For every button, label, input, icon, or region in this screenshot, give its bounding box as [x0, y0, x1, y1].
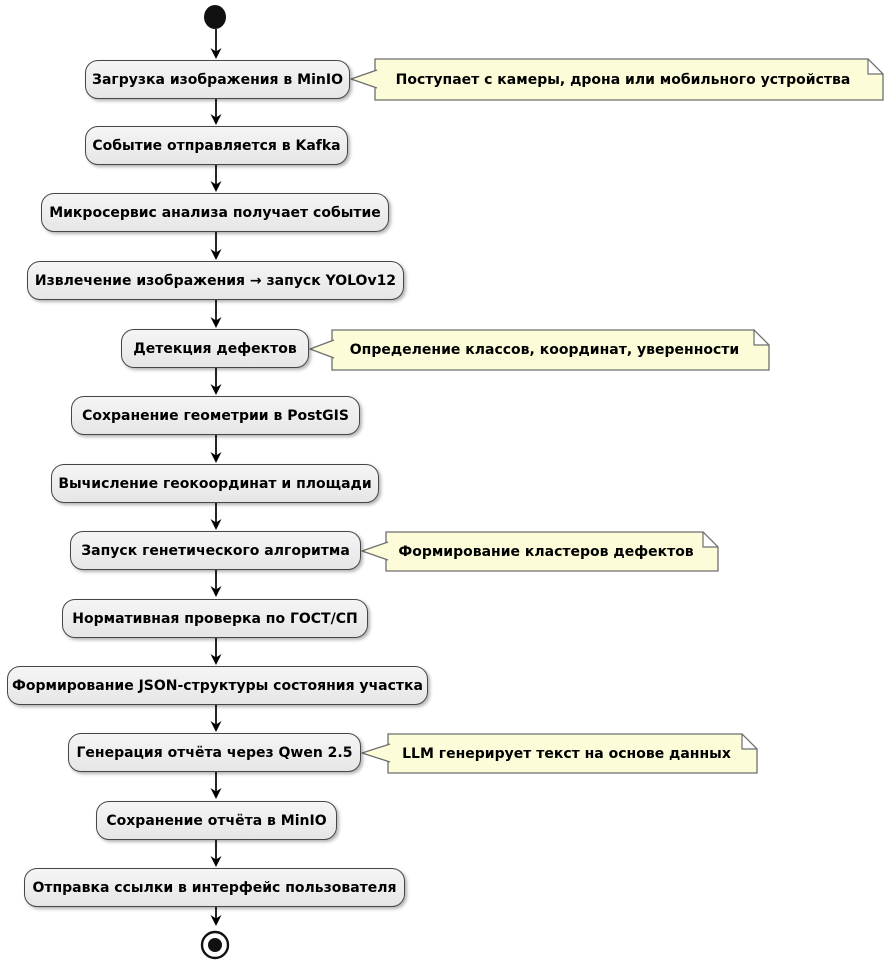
start-node-icon	[204, 5, 226, 29]
end-node-icon	[200, 930, 230, 960]
flow-arrow	[210, 840, 222, 867]
note-camera-drone-source: Поступает с камеры, дрона или мобильного…	[375, 59, 883, 100]
activity-label: Детекция дефектов	[133, 340, 297, 357]
activity-compute-geocoords-area: Вычисление геокоординат и площади	[51, 464, 379, 503]
note-cluster-formation: Формирование кластеров дефектов	[386, 532, 718, 571]
activity-normative-check-gost-sp: Нормативная проверка по ГОСТ/СП	[62, 599, 368, 638]
note-label: Формирование кластеров дефектов	[398, 543, 694, 560]
activity-upload-image-minio: Загрузка изображения в MinIO	[85, 60, 350, 99]
activity-label: Формирование JSON-структуры состояния уч…	[12, 677, 423, 694]
activity-label: Микросервис анализа получает событие	[49, 204, 381, 221]
activity-form-json-structure: Формирование JSON-структуры состояния уч…	[7, 666, 428, 705]
note-fold-corner	[753, 329, 770, 346]
note-shape	[350, 58, 884, 101]
activity-defect-detection: Детекция дефектов	[121, 329, 309, 368]
activity-label: Запуск генетического алгоритма	[81, 542, 350, 559]
activity-label: Событие отправляется в Kafka	[92, 137, 341, 154]
flow-arrow	[210, 99, 222, 125]
activity-run-genetic-algorithm: Запуск генетического алгоритма	[70, 531, 361, 570]
activity-save-geometry-postgis: Сохранение геометрии в PostGIS	[71, 396, 360, 435]
activity-save-report-minio: Сохранение отчёта в MinIO	[96, 801, 337, 840]
flow-arrow	[210, 29, 222, 59]
flow-arrow	[210, 705, 222, 732]
flow-arrow	[210, 435, 222, 463]
flow-arrow	[210, 232, 222, 260]
activity-send-link-to-ui: Отправка ссылки в интерфейс пользователя	[24, 868, 405, 907]
activity-label: Сохранение геометрии в PostGIS	[82, 407, 349, 424]
flow-arrow	[210, 503, 222, 530]
activity-label: Нормативная проверка по ГОСТ/СП	[72, 610, 358, 627]
activity-label: Отправка ссылки в интерфейс пользователя	[32, 879, 397, 896]
flow-arrow	[210, 570, 222, 597]
activity-event-sent-kafka: Событие отправляется в Kafka	[85, 126, 348, 165]
note-fold-corner	[702, 531, 719, 548]
note-label: LLM генерирует текст на основе данных	[402, 745, 731, 762]
note-fold-corner	[741, 733, 758, 750]
activity-label: Сохранение отчёта в MinIO	[106, 812, 327, 829]
note-pointer	[361, 743, 391, 763]
note-label: Поступает с камеры, дрона или мобильного…	[395, 71, 851, 88]
flow-arrow	[210, 772, 222, 799]
flow-arrow	[210, 368, 222, 395]
activity-label: Генерация отчёта через Qwen 2.5	[76, 744, 353, 761]
flow-arrow	[210, 638, 222, 665]
note-pointer	[361, 541, 389, 561]
note-pointer	[309, 339, 335, 359]
activity-microservice-receives-event: Микросервис анализа получает событие	[41, 193, 389, 232]
activity-label: Вычисление геокоординат и площади	[58, 475, 372, 492]
activity-label: Загрузка изображения в MinIO	[92, 71, 343, 88]
flow-arrow	[210, 907, 222, 926]
activity-extract-image-run-yolov12: Извлечение изображения → запуск YOLOv12	[27, 261, 404, 300]
note-pointer	[350, 69, 378, 89]
note-label: Определение классов, координат, уверенно…	[349, 342, 740, 358]
activity-generate-report-qwen: Генерация отчёта через Qwen 2.5	[68, 733, 361, 772]
note-llm-text-generation: LLM генерирует текст на основе данных	[388, 734, 757, 773]
flow-arrow	[210, 300, 222, 328]
note-shape	[361, 733, 758, 774]
note-shape	[361, 531, 719, 572]
flow-arrow	[210, 165, 222, 192]
note-detection-details: Определение классов, координат, уверенно…	[332, 330, 769, 370]
activity-label: Извлечение изображения → запуск YOLOv12	[34, 272, 397, 289]
note-fold-corner	[867, 58, 884, 75]
note-shape	[309, 329, 770, 371]
